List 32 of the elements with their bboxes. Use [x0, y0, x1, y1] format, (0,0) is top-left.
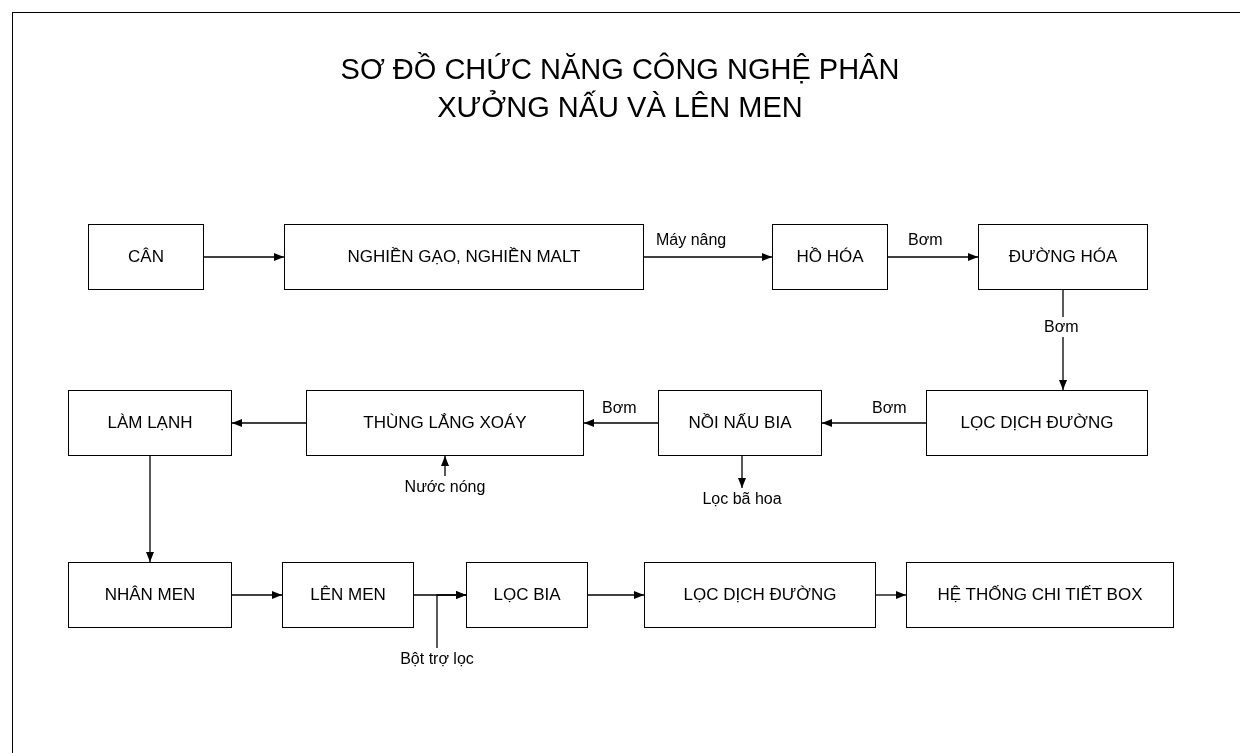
process-box: LÊN MEN	[282, 562, 414, 628]
arrow	[875, 591, 907, 599]
process-box: LỌC DỊCH ĐƯỜNG	[644, 562, 876, 628]
process-box: LỌC DỊCH ĐƯỜNG	[926, 390, 1148, 456]
arrow	[436, 591, 467, 649]
arrow	[643, 253, 773, 261]
process-box: CÂN	[88, 224, 204, 290]
process-box: HỒ HÓA	[772, 224, 888, 290]
arrow	[203, 253, 285, 261]
process-box: THÙNG LẮNG XOÁY	[306, 390, 584, 456]
arrow	[441, 455, 449, 477]
arrow	[887, 253, 979, 261]
process-box: LÀM LẠNH	[68, 390, 232, 456]
process-box: LỌC BIA	[466, 562, 588, 628]
flow-text: Bột trợ lọc	[385, 648, 489, 670]
process-box: NGHIỀN GẠO, NGHIỀN MALT	[284, 224, 644, 290]
edge-label: Máy nâng	[654, 230, 729, 250]
arrow	[231, 591, 283, 599]
arrow	[146, 455, 154, 563]
process-box: ĐƯỜNG HÓA	[978, 224, 1148, 290]
title: SƠ ĐỒ CHỨC NĂNG CÔNG NGHỆ PHÂN XƯỞNG NẤU VÀ LÊN MEN	[340, 51, 900, 125]
process-box: NỒI NẤU BIA	[658, 390, 822, 456]
flow-text: Nước nóng	[392, 476, 498, 498]
arrow	[587, 591, 645, 599]
arrow	[821, 419, 927, 427]
process-box: HỆ THỐNG CHI TIẾT BOX	[906, 562, 1174, 628]
arrow	[738, 455, 746, 489]
arrow	[231, 419, 307, 427]
arrow	[583, 419, 659, 427]
edge-label: Bơm	[1042, 317, 1081, 337]
flow-text: Lọc bã hoa	[692, 488, 792, 510]
process-box: NHÂN MEN	[68, 562, 232, 628]
